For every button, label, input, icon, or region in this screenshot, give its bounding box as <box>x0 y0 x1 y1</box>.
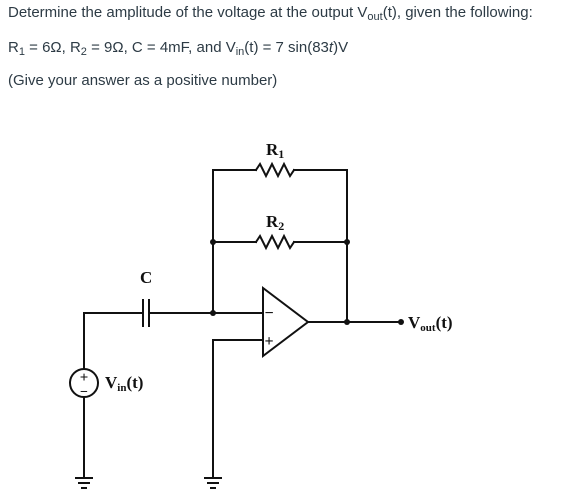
vout-label: Vout(t) <box>408 313 453 334</box>
r2-label: R2 <box>266 212 284 233</box>
capacitor-label: C <box>140 268 152 287</box>
vin-label: Vin(t) <box>105 373 143 394</box>
question-text-part: Determine the amplitude of the voltage a… <box>8 4 368 21</box>
ground-symbol-source <box>75 477 93 489</box>
noninverting-input-wire <box>212 339 264 479</box>
question-text-part: t <box>328 39 334 56</box>
r1-wire <box>212 169 257 314</box>
junction-dot <box>344 239 350 245</box>
question-text-part: R <box>8 39 19 56</box>
question-text-part: (t) = 7 sin(83 <box>244 39 329 56</box>
r1-resistor <box>254 161 296 179</box>
ground-symbol-opamp <box>204 477 222 489</box>
question-text-part: )V <box>333 39 349 56</box>
opamp-triangle <box>262 285 310 359</box>
question-text-part: = 6Ω, R <box>24 39 81 56</box>
question-line-2: R1 = 6Ω, R2 = 9Ω, C = 4mF, and Vin(t) = … <box>8 37 348 59</box>
subscript: out <box>367 11 383 23</box>
question-text-part: (t), given the following: <box>382 4 533 21</box>
question-line-1: Determine the amplitude of the voltage a… <box>8 2 533 24</box>
question-text-part: = 9Ω, C = 4mF, and V <box>86 39 236 56</box>
opamp-minus-sign: − <box>264 305 273 322</box>
output-terminal-dot <box>398 319 404 325</box>
junction-dot <box>210 239 216 245</box>
capacitor-left-wire <box>83 312 144 370</box>
r1-wire-right <box>293 169 348 323</box>
source-plus-sign: + <box>80 370 89 386</box>
opamp-plus-sign: + <box>264 333 273 350</box>
subscript: 1 <box>18 46 25 58</box>
junction-dot <box>344 319 350 325</box>
source-minus-sign: − <box>80 385 88 400</box>
subscript: in <box>235 46 245 58</box>
r2-resistor <box>254 233 296 251</box>
voltage-source <box>69 368 99 398</box>
junction-dot <box>210 310 216 316</box>
question-line-3: (Give your answer as a positive number) <box>8 72 278 89</box>
subscript: 2 <box>80 46 87 58</box>
r1-label: R1 <box>266 140 284 161</box>
